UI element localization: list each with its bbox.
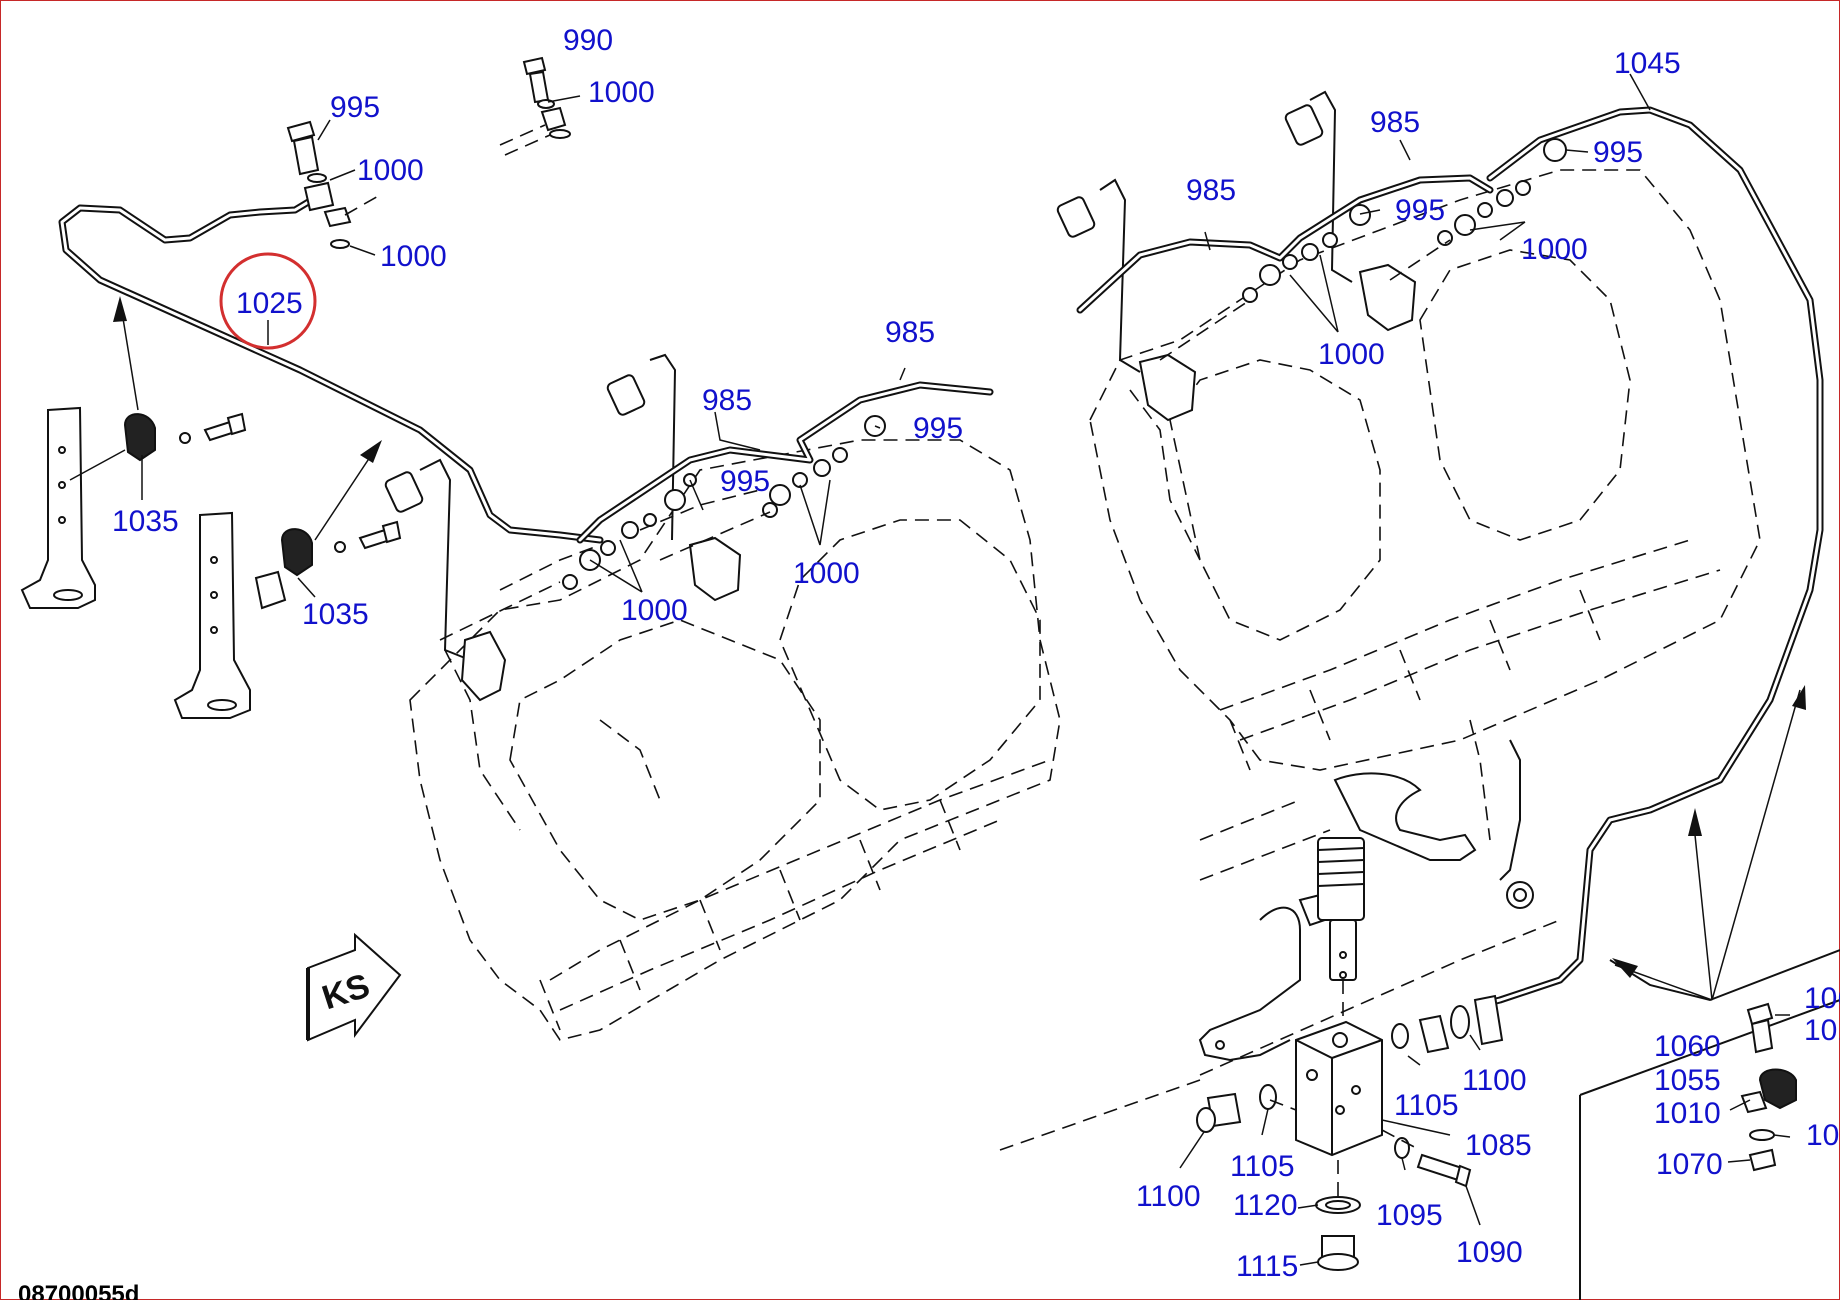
callout-1095: 1095	[1376, 1199, 1443, 1232]
right-mounting-plate	[999, 719, 1561, 1151]
callout-1000: 1000	[357, 154, 424, 187]
callout-101-cut: 101	[1804, 1014, 1840, 1047]
right-injector-nozzles	[1056, 90, 1417, 422]
callout-985: 985	[702, 384, 752, 417]
callout-995: 995	[913, 412, 963, 445]
ks-direction-marker: KS	[306, 932, 402, 1042]
callout-1060: 1060	[1654, 1030, 1721, 1063]
callout-990: 990	[563, 24, 613, 57]
callout-995: 995	[1593, 136, 1643, 169]
pipe-1025	[58, 194, 604, 544]
callout-1000: 1000	[380, 240, 447, 273]
callout-1000: 1000	[621, 594, 688, 627]
banjo-bolt-995-upper	[286, 120, 381, 249]
callout-1115: 1115	[1236, 1250, 1298, 1283]
highlight-circle-1025	[219, 252, 317, 350]
document-id: 08700055d	[18, 1281, 139, 1300]
detail-view-bottom-right	[1579, 685, 1840, 1300]
callout-985: 985	[885, 316, 935, 349]
callout-985: 985	[1186, 174, 1236, 207]
callout-995: 995	[330, 91, 380, 124]
callout-1035: 1035	[302, 598, 369, 631]
pipe-clamp-1035-upper	[69, 412, 247, 481]
callout-1045: 1045	[1614, 47, 1681, 80]
callout-1000: 1000	[1318, 338, 1385, 371]
callout-1105: 1105	[1394, 1089, 1459, 1122]
fittings-around-block	[1196, 994, 1504, 1271]
callout-1090: 1090	[1456, 1236, 1523, 1269]
callout-995: 995	[1395, 194, 1445, 227]
callout-leader-lines	[141, 73, 1791, 1266]
callout-1055: 1055	[1654, 1064, 1721, 1097]
left-bracket-lower	[173, 511, 251, 719]
callout-1025: 1025	[236, 287, 303, 320]
callout-985: 985	[1370, 106, 1420, 139]
callout-1100: 1100	[1136, 1180, 1201, 1213]
callout-1120: 1120	[1233, 1189, 1298, 1222]
leader-arrows-left	[113, 296, 382, 541]
callout-1100: 1100	[1462, 1064, 1527, 1097]
callout-labels: 990 1000 995 1000 1000 1025 1035 1035 98…	[112, 24, 1840, 1283]
right-rail-985	[1076, 138, 1567, 361]
pipe-clamp-1035-lower	[254, 520, 402, 610]
callout-1070: 1070	[1656, 1148, 1723, 1181]
callout-106-cut: 106	[1804, 982, 1840, 1015]
left-rail-985	[439, 381, 994, 641]
left-injector-nozzles	[384, 353, 742, 702]
distribution-block-1085	[1295, 837, 1383, 1157]
callout-1085: 1085	[1465, 1129, 1532, 1162]
right-engine-block-outline	[1089, 169, 1761, 771]
left-bracket-upper	[20, 406, 96, 609]
callout-1000: 1000	[1521, 233, 1588, 266]
banjo-bolt-990	[499, 56, 571, 156]
callout-995: 995	[720, 465, 770, 498]
callout-1000: 1000	[793, 557, 860, 590]
callout-1035: 1035	[112, 505, 179, 538]
callout-1105: 1105	[1230, 1150, 1295, 1183]
callout-1010: 1010	[1654, 1097, 1721, 1130]
callout-107-cut: 107	[1806, 1119, 1840, 1152]
left-engine-block-outline	[409, 439, 1061, 1041]
callout-1000: 1000	[588, 76, 655, 109]
